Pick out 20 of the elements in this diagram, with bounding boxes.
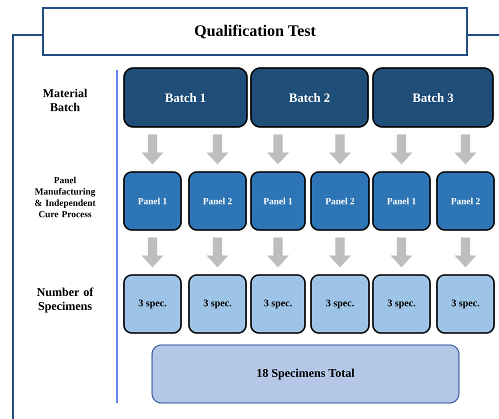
- specimen-box: 3 spec.: [123, 274, 182, 334]
- specimen-box: 3 spec.: [436, 274, 495, 334]
- panel-box: Panel 2: [436, 171, 495, 231]
- batch-box: Batch 2: [250, 67, 369, 128]
- row-label: Material Batch: [42, 88, 88, 112]
- row-label: Number of Specimens: [36, 288, 94, 312]
- batch-box: Batch 3: [372, 67, 494, 128]
- specimen-box: 3 spec.: [372, 274, 431, 334]
- batch-box: Batch 1: [123, 67, 248, 128]
- specimen-box: 3 spec.: [310, 274, 370, 334]
- row-label: Panel Manufacturing & Independent Cure Process: [34, 176, 96, 218]
- title-box: Qualification Test: [42, 7, 468, 56]
- total-box: 18 Specimens Total: [152, 344, 460, 404]
- specimen-box: 3 spec.: [188, 274, 247, 334]
- panel-box: Panel 2: [310, 171, 370, 231]
- panel-box: Panel 2: [188, 171, 247, 231]
- panel-box: Panel 1: [372, 171, 431, 231]
- specimen-box: 3 spec.: [250, 274, 306, 334]
- panel-box: Panel 1: [123, 171, 182, 231]
- panel-box: Panel 1: [250, 171, 306, 231]
